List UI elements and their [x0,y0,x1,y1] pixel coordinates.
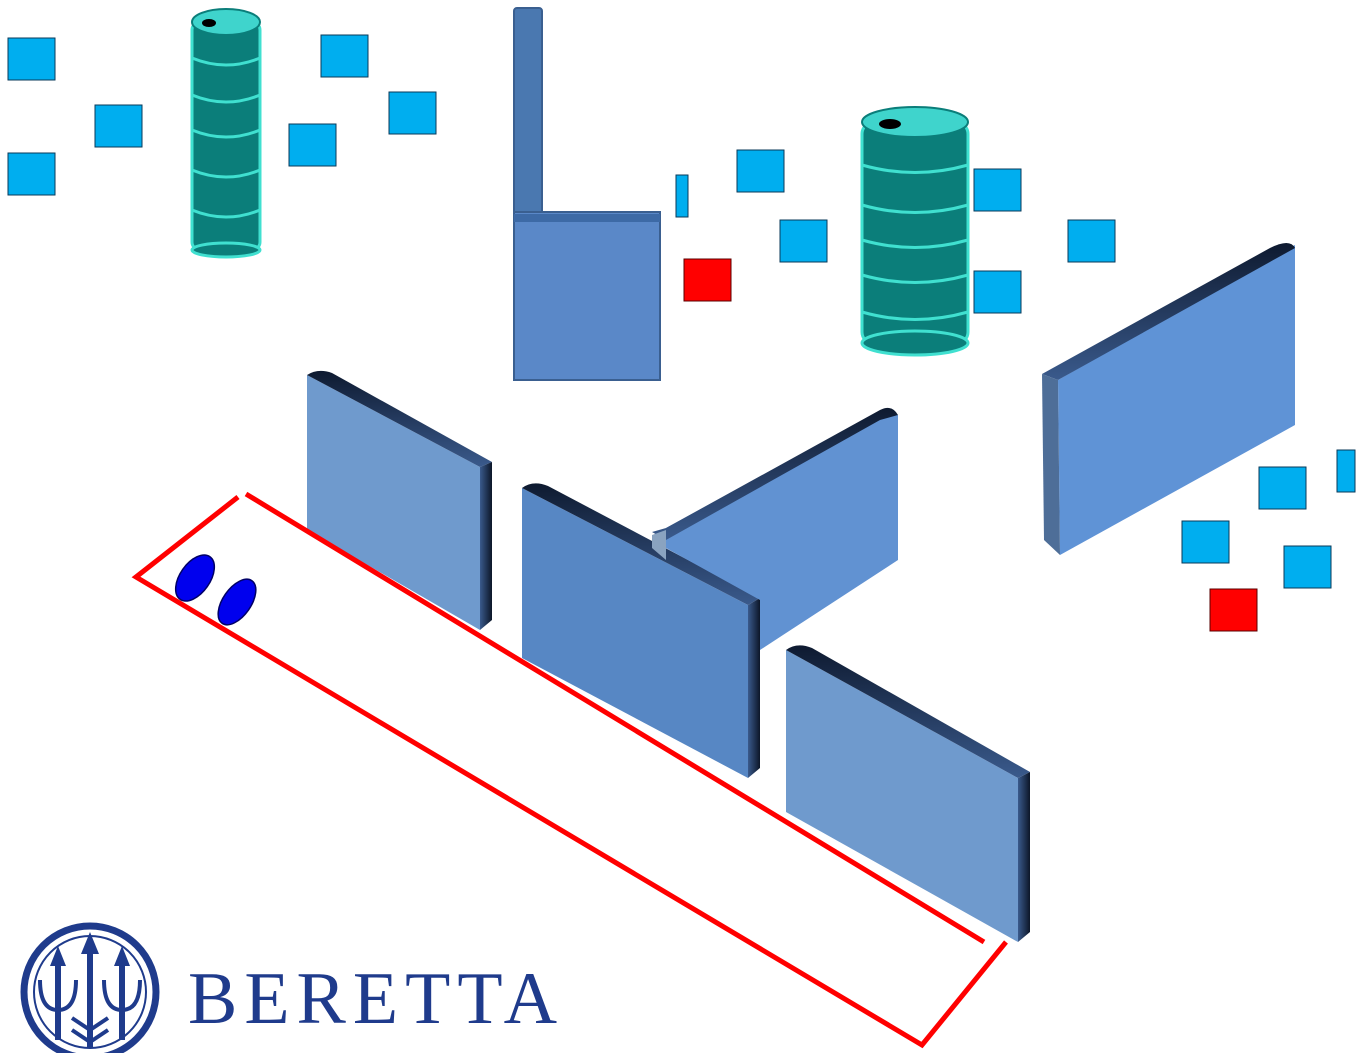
shape-part [81,932,99,954]
shape-part [861,106,969,138]
barrel-stack-1 [190,8,262,259]
barrel-stack-2 [860,106,970,357]
paper-target [7,152,56,196]
shape-part [480,462,492,630]
paper-target [779,219,828,263]
foot-marker-right [217,578,257,626]
brand-wordmark: BERETTA [188,958,565,1040]
shape-part [861,163,969,321]
shape-part [513,7,543,223]
paper-target [736,149,785,193]
shape-part [50,946,66,966]
shape-part [20,922,160,1053]
paper-target [973,270,1022,314]
paper-target [320,34,369,78]
shape-part [879,119,901,129]
wall-2 [522,483,760,778]
wall-3 [652,407,898,650]
paper-targets [7,34,1356,589]
shape-part [1058,245,1295,555]
wall-5 [1042,243,1295,555]
shape-part [666,412,898,650]
shape-part [1018,772,1030,942]
wall-l-shape [513,7,661,381]
wall-1 [307,370,492,630]
shape-part [522,483,760,605]
paper-target-edge [675,174,689,218]
shape-part [652,530,666,560]
paper-target [1181,520,1230,564]
paper-target [7,37,56,81]
shape-part [244,491,986,945]
shape-part [202,19,216,27]
shape-part [514,214,660,222]
shape-part [860,329,970,357]
shape-part [307,370,492,467]
shape-part [522,488,748,778]
shape-part [513,211,661,381]
shape-part [786,650,1018,942]
shape-part [652,407,898,540]
paper-target [288,123,337,167]
shape-part [307,375,480,630]
paper-target-edge [1336,449,1356,493]
paper-target [973,168,1022,212]
foot-marker-left [174,554,216,602]
shape-part [102,979,142,1013]
wall-4 [786,645,1030,942]
foot-markers [174,554,257,626]
shape-part [748,598,760,778]
shape-part [1042,374,1060,555]
steel-target [683,258,732,302]
shape-part [786,645,1030,778]
shape-part [860,120,970,346]
paper-target [1258,466,1307,510]
steel-target [1209,588,1258,632]
shape-part [190,241,262,259]
paper-target [1067,219,1116,263]
paper-target [388,91,437,135]
shape-part [38,979,78,1013]
shape-part [191,8,261,36]
shape-part [70,1016,110,1033]
paper-target [94,104,143,148]
shape-part [70,1028,110,1045]
paper-target [1283,545,1332,589]
shape-part [131,495,1008,1049]
shape-part [191,56,261,219]
shape-part [114,946,130,966]
beretta-logo-icon [20,922,160,1053]
shooting-box [131,491,1008,1049]
steel-targets [683,258,1258,632]
shape-part [1042,243,1295,380]
